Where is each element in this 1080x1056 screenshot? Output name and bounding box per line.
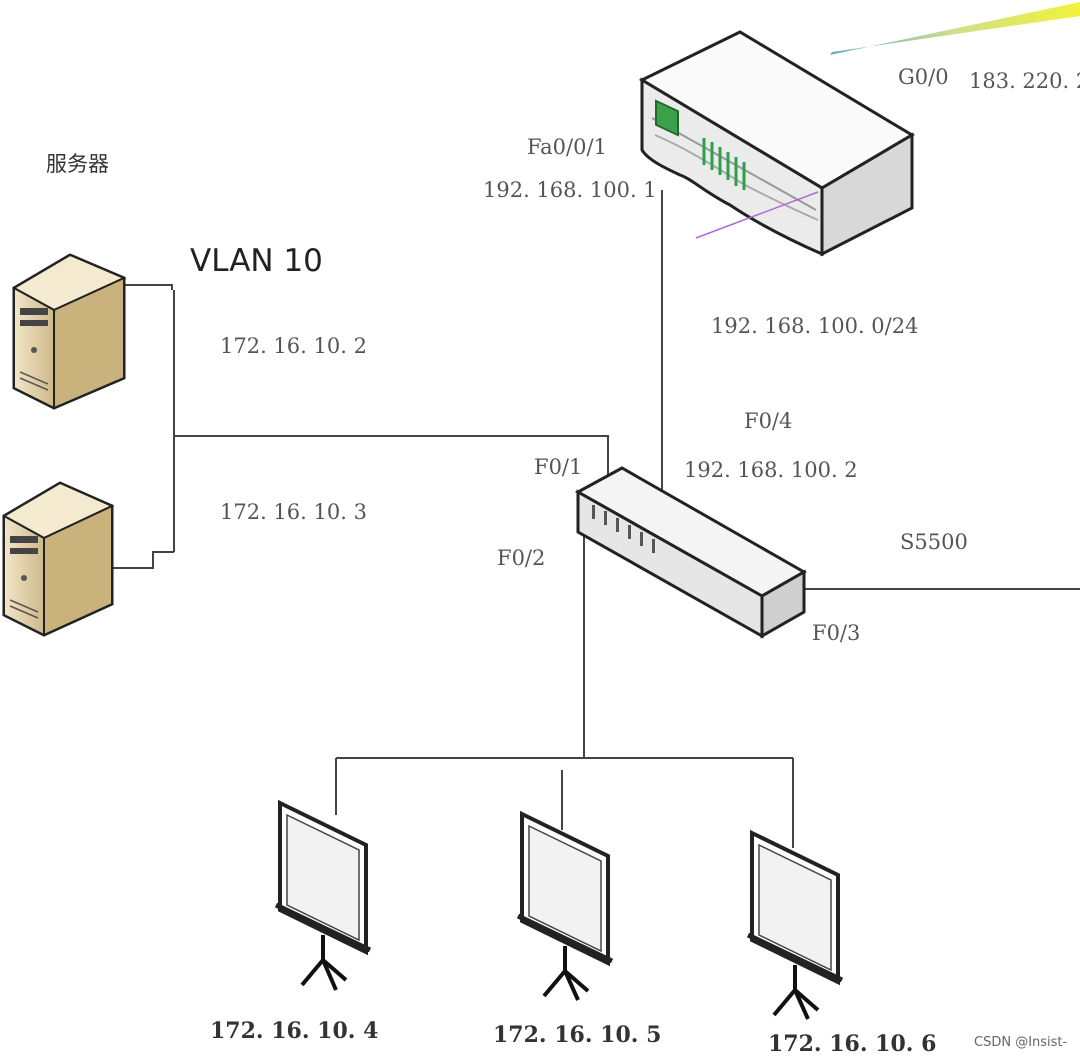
screen-icon-3 (746, 829, 844, 1020)
labels: 服务器 VLAN 10 172. 16. 10. 2 172. 16. 10. … (46, 65, 1080, 1056)
server2-link (110, 551, 174, 569)
router-fa-ip-label: 192. 168. 100. 1 (483, 178, 657, 202)
switch-name-label: S5500 (900, 530, 968, 554)
router-g-ip-label: 183. 220. 2 (969, 69, 1080, 93)
wires (110, 2, 1080, 848)
screen-icon-1 (274, 799, 372, 991)
vlan-label: VLAN 10 (190, 243, 323, 279)
switch-f02-label: F0/2 (497, 546, 545, 570)
server-icon-2 (1, 481, 115, 637)
server-group-label: 服务器 (46, 152, 109, 176)
server1-link (122, 284, 173, 290)
switch-f04-ip-label: 192. 168. 100. 2 (684, 458, 858, 482)
switch-f03-label: F0/3 (812, 621, 860, 645)
server-icon-1 (11, 253, 127, 410)
pc2-ip-label: 172. 16. 10. 5 (493, 1022, 661, 1048)
router-fa-port-label: Fa0/0/1 (527, 135, 607, 159)
switch-icon (574, 466, 808, 639)
switch-f01-label: F0/1 (534, 455, 582, 479)
router-icon (638, 30, 915, 257)
screen-icon-2 (516, 810, 614, 1001)
switch-f04-label: F0/4 (744, 409, 792, 433)
router-g-port-label: G0/0 (898, 65, 949, 89)
pc3-ip-label: 172. 16. 10. 6 (768, 1031, 936, 1056)
watermark: CSDN @Insist- (974, 1035, 1068, 1050)
pc1-ip-label: 172. 16. 10. 4 (210, 1018, 378, 1044)
subnet-label: 192. 168. 100. 0/24 (711, 314, 918, 338)
wan-link (830, 2, 1080, 55)
server2-ip-label: 172. 16. 10. 3 (220, 500, 367, 524)
server1-ip-label: 172. 16. 10. 2 (220, 334, 367, 358)
